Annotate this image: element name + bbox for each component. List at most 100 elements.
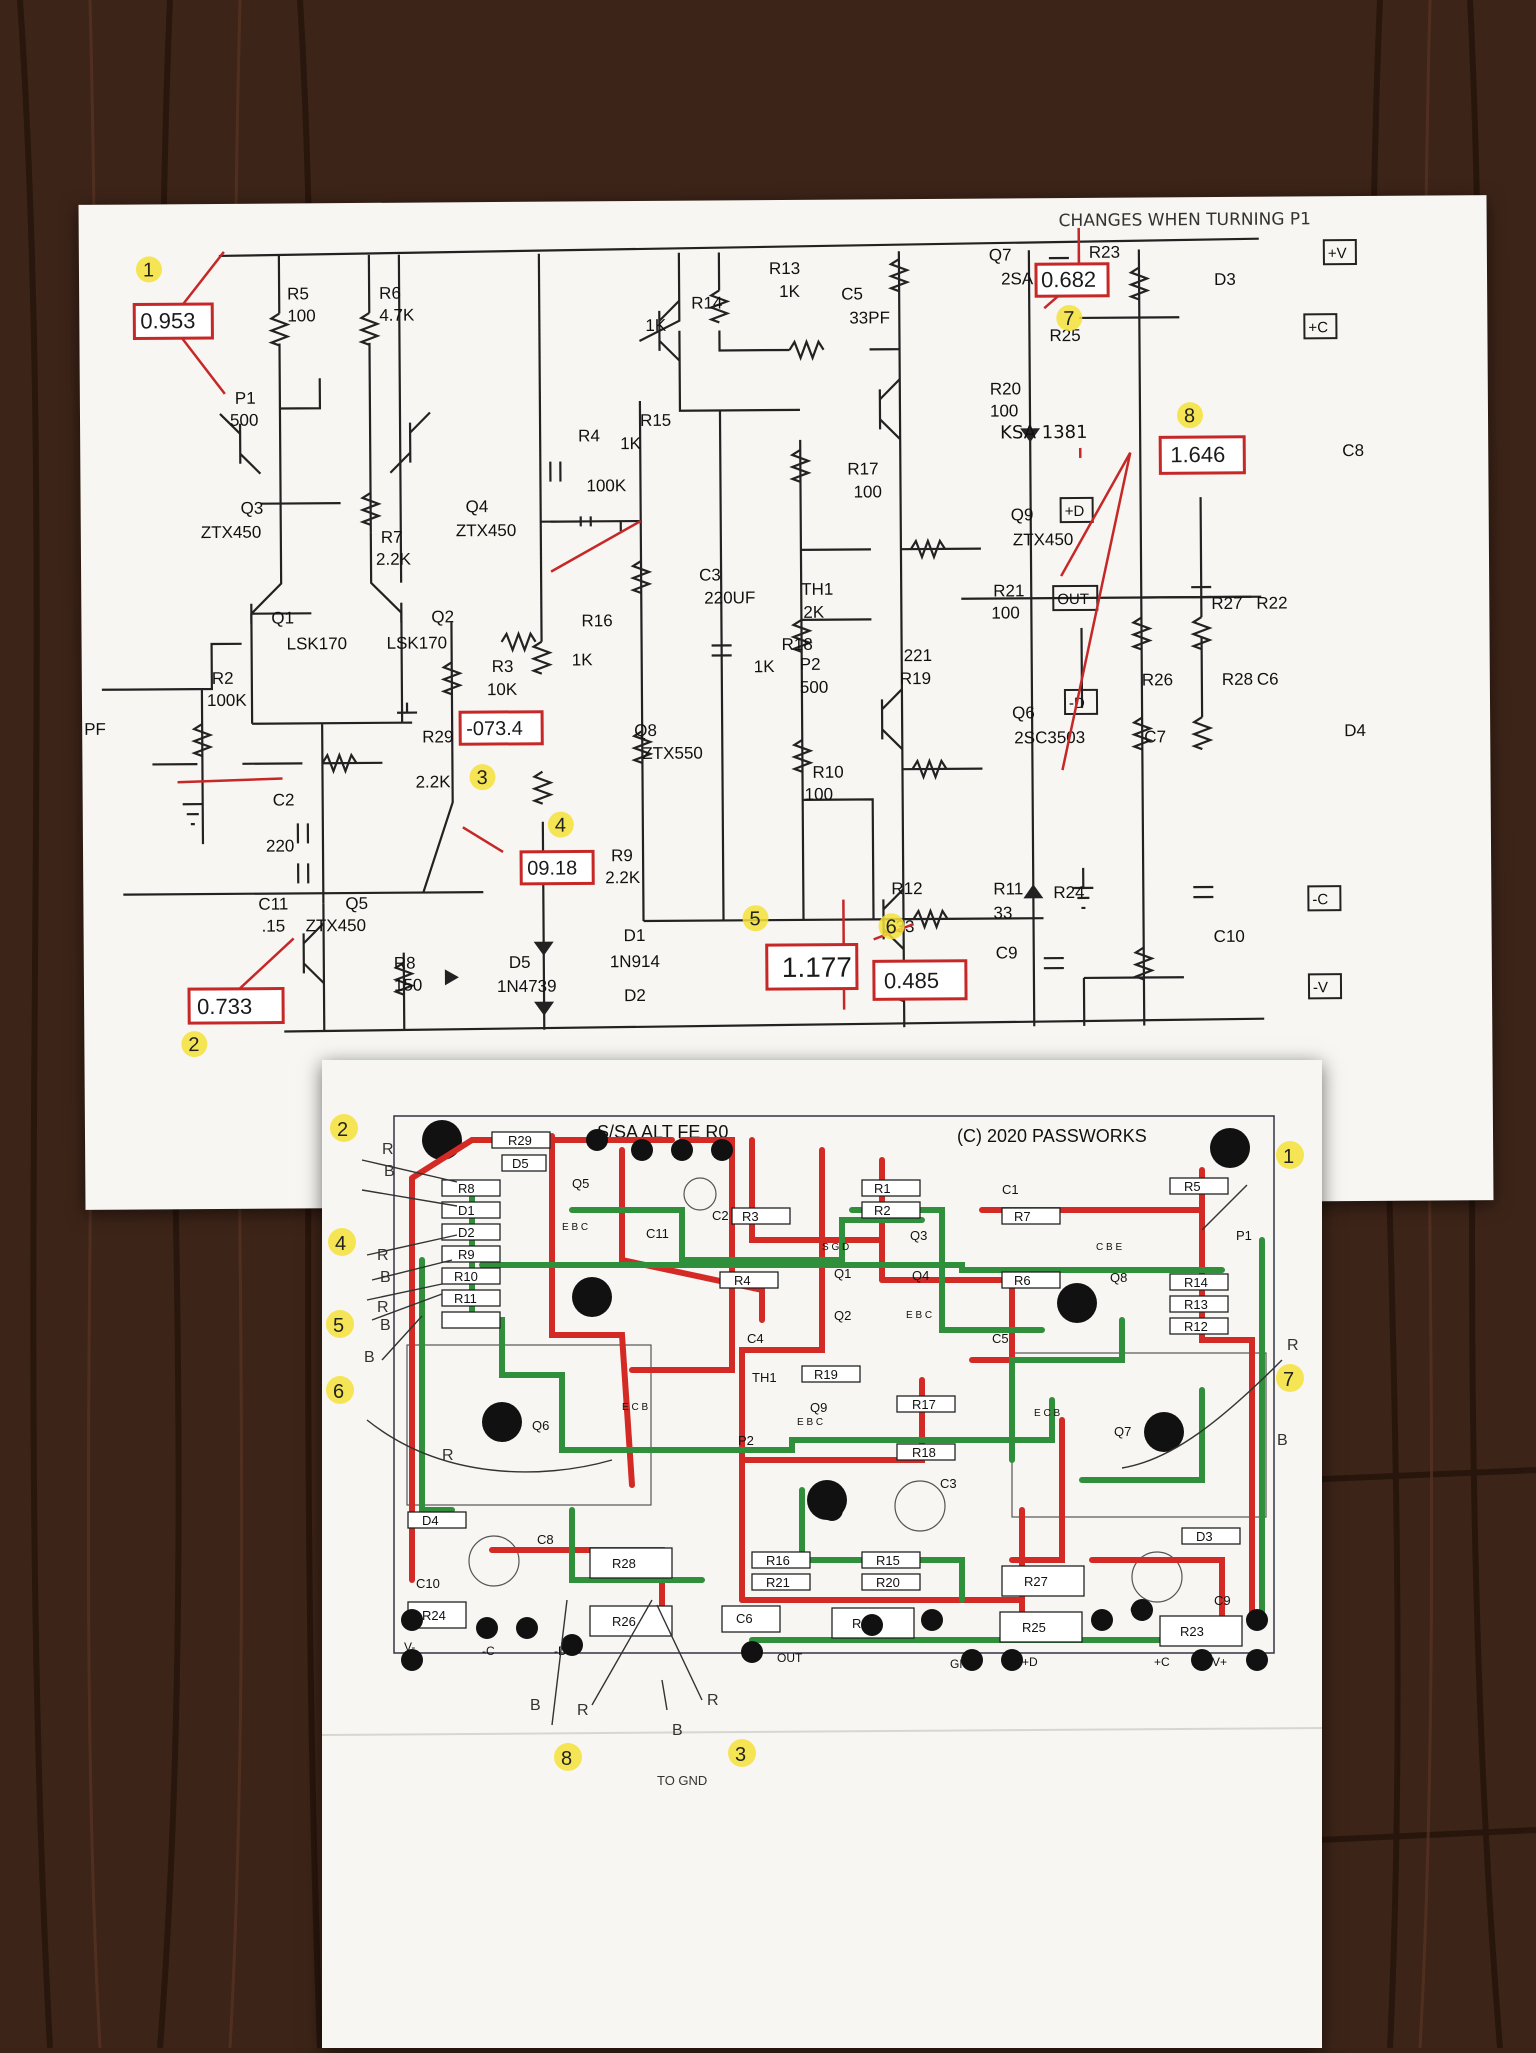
pcb-handwriting: 2 4 5 6 1 7 8 3 R B R B R B B R R B — [326, 1114, 1304, 1788]
pcb-pads — [401, 1129, 1268, 1671]
label-D5: D5 — [509, 953, 531, 972]
port-plus-d: +D — [1065, 503, 1085, 520]
value-R21: 2SC3503 — [1014, 728, 1085, 747]
label-R8: R8 — [394, 954, 416, 973]
wire-tag-r-6: R — [577, 1702, 589, 1719]
marker-8: 8 — [1184, 405, 1195, 427]
value-R9: 2.2K — [605, 868, 641, 887]
pcb-marker-4: 4 — [335, 1233, 346, 1255]
label-C5: R15 — [640, 411, 671, 430]
label-R26: R28 — [1222, 670, 1253, 689]
pcb-layout: S/SA ALT FE R0 (C) 2020 PASSWORKS — [321, 1114, 1323, 1788]
pcb-P1: P1 — [1236, 1228, 1252, 1243]
label-C3: R18 — [782, 635, 813, 654]
pcb-C11: C11 — [646, 1226, 669, 1241]
value-Q7: 100 — [990, 401, 1019, 420]
label-R16: Q8 — [634, 721, 657, 740]
pcb-marker-7: 7 — [1283, 1369, 1294, 1391]
green-traces — [419, 1187, 1265, 1643]
value-P2: 100 — [805, 785, 834, 804]
value-R7: 2.2K — [376, 550, 412, 569]
pcb-R26: R26 — [612, 1614, 636, 1629]
pcb-D1: D1 — [458, 1203, 475, 1218]
pcb-R15: R15 — [876, 1553, 900, 1568]
pcb-marker-3: 3 — [735, 1744, 746, 1766]
wire-tag-r-7: R — [707, 1692, 719, 1709]
value-R8: 150 — [394, 976, 423, 995]
pcb-marker-2: 2 — [337, 1119, 348, 1141]
label-Q2: Q2 — [431, 607, 454, 626]
value-C2: 220 — [266, 836, 295, 855]
wire-tag-r-2: R — [377, 1247, 389, 1264]
value-R14: 1K — [779, 282, 801, 301]
pin-gnd: GND — [950, 1657, 977, 1671]
label-Q8: R14 — [691, 293, 722, 312]
pcb-C5: C5 — [992, 1331, 1009, 1346]
label-Q7: R20 — [990, 379, 1021, 398]
to-gnd-note: TO GND — [657, 1773, 707, 1788]
red-traces — [409, 1133, 1255, 1643]
pcb-R18: R18 — [912, 1445, 936, 1460]
pcb-R20: R20 — [876, 1575, 900, 1590]
label-Q9: R21 — [993, 581, 1024, 600]
pcb-R14: R14 — [1184, 1275, 1208, 1290]
wire-tag-b-1: B — [384, 1163, 395, 1180]
pins-Q8: C B E — [1096, 1242, 1122, 1253]
pcb-R27: R27 — [1024, 1574, 1048, 1589]
label-R9: R9 — [611, 846, 633, 865]
pcb-R24: R24 — [422, 1608, 446, 1623]
label-R2: R2 — [212, 669, 234, 688]
label-R18: R17 — [847, 459, 878, 478]
measurement-7-value: 0.682 — [1041, 267, 1096, 292]
label-Q7-alt: KSA 1381 — [1000, 422, 1088, 444]
pcb-Q8: Q8 — [1110, 1270, 1127, 1285]
pcb-transistor-pins: E B C S G D E B C E B C E C B E C B C B … — [562, 1222, 1122, 1428]
value-P1: 500 — [230, 411, 259, 430]
wire-tag-b-2: B — [380, 1269, 391, 1286]
pcb-C8: C8 — [537, 1532, 554, 1547]
pcb-Q1: Q1 — [834, 1266, 851, 1281]
pcb-D5: D5 — [512, 1156, 529, 1171]
pins-Q9: E B C — [797, 1417, 823, 1428]
value-D5: 1N4739 — [497, 977, 557, 996]
wire-tag-b-7: B — [672, 1722, 683, 1739]
wire-tag-r-3: R — [377, 1299, 389, 1316]
label-R27: R22 — [1256, 593, 1287, 612]
pcb-C1: C1 — [1002, 1182, 1019, 1197]
label-R23: D3 — [1214, 270, 1236, 289]
pcb-R6: R6 — [1014, 1273, 1031, 1288]
pcb-TH1: TH1 — [752, 1370, 777, 1385]
label-C11: C11 — [258, 894, 288, 913]
label-Q3: Q3 — [241, 499, 264, 518]
pcb-R13: R13 — [1184, 1297, 1208, 1312]
value-R15: 220UF — [704, 588, 755, 607]
pcb-R29: R29 — [508, 1133, 532, 1148]
value-Q4: ZTX450 — [456, 521, 517, 540]
pcb-C10: C10 — [416, 1576, 440, 1591]
value-C4: 100K — [586, 476, 626, 495]
value-Q1: LSK170 — [287, 634, 348, 653]
diode-symbols — [444, 428, 1044, 1016]
label-C7: C8 — [1342, 441, 1364, 460]
value-C5: 1K — [620, 434, 642, 453]
label-C9: R23 — [1089, 243, 1120, 262]
label-R28: C6 — [1257, 670, 1279, 689]
value-Q5: ZTX450 — [305, 916, 366, 935]
mounting-holes — [422, 1120, 1250, 1520]
pcb-R4: R4 — [734, 1273, 751, 1288]
pcb-R19: R19 — [814, 1367, 838, 1382]
pcb-R28: R28 — [612, 1556, 636, 1571]
pcb-R25: R25 — [1022, 1620, 1046, 1635]
label-R5: R5 — [287, 284, 309, 303]
value-Q8: 1K — [645, 316, 667, 335]
pcb-copyright: (C) 2020 PASSWORKS — [957, 1126, 1147, 1146]
pcb-R7: R7 — [1014, 1209, 1031, 1224]
label-Q5: Q5 — [345, 894, 368, 913]
value-D1: 1N914 — [610, 952, 660, 971]
pcb-Q2: Q2 — [834, 1308, 851, 1323]
schematic-sheet: R5 100 R6 4.7K P1 500 Q3 ZTX450 Q4 ZTX45… — [78, 195, 1494, 1210]
measurement-4-value: 09.18 — [527, 857, 577, 879]
value-R20: ZTX450 — [1013, 530, 1074, 549]
marker-4: 4 — [555, 815, 566, 837]
pcb-Q5: Q5 — [572, 1176, 589, 1191]
